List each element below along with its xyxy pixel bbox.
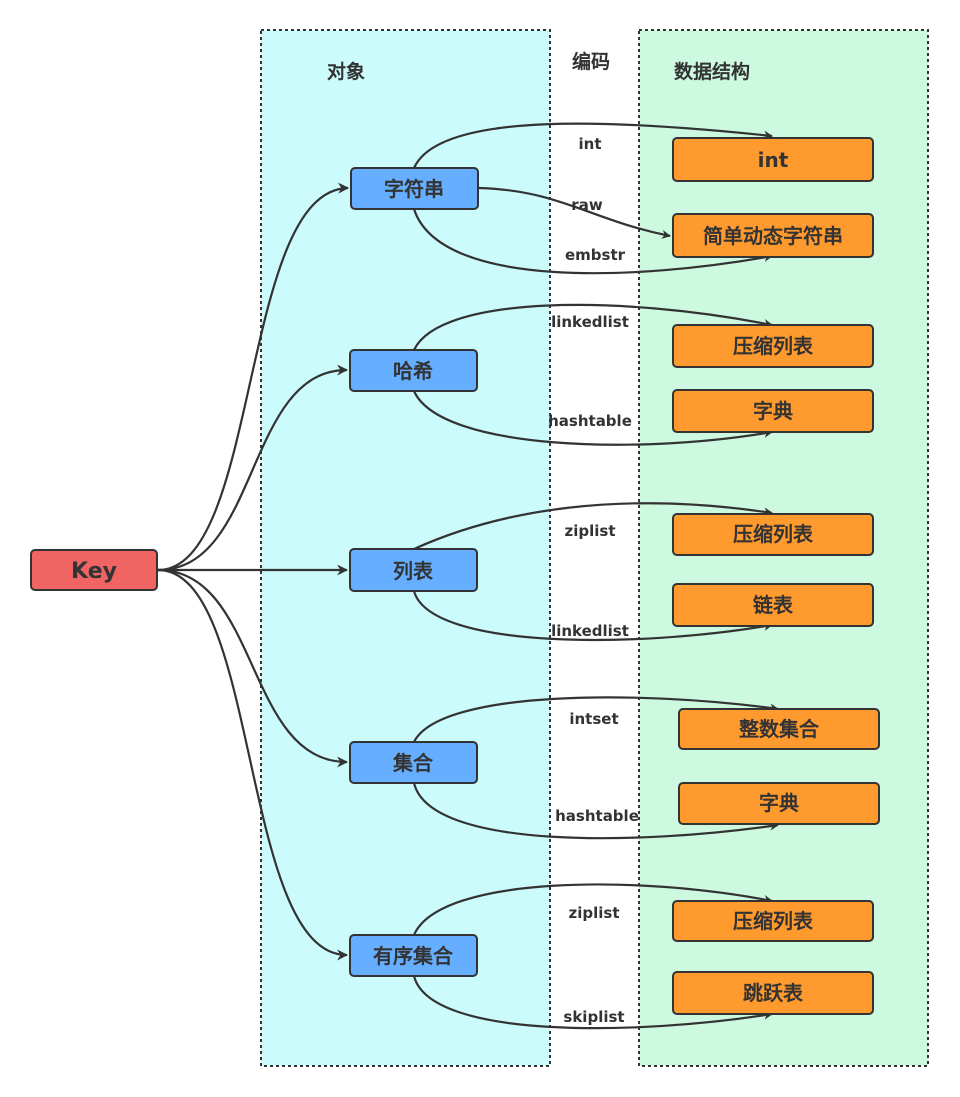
ds-label: 简单动态字符串 xyxy=(703,224,843,248)
objects-header: 对象 xyxy=(327,60,365,83)
encoding-label: skiplist xyxy=(563,1008,624,1026)
encoding-label: int xyxy=(579,135,602,153)
encoding-label: linkedlist xyxy=(551,313,629,331)
object-label: 哈希 xyxy=(393,359,433,383)
ds-label: 压缩列表 xyxy=(733,334,814,358)
encoding-edge-set-dict xyxy=(412,782,779,840)
encoding-label: ziplist xyxy=(569,904,620,922)
encoding-label: hashtable xyxy=(555,807,639,825)
encoding-edge-raw xyxy=(477,186,671,239)
encoding-label: intset xyxy=(569,710,618,728)
data-structure-nodes: int 简单动态字符串 压缩列表 字典 压缩列表 链表 整数集合 字典 xyxy=(672,137,880,1015)
encoding-label: raw xyxy=(571,196,603,214)
object-label: 字符串 xyxy=(384,177,444,201)
encoding-label: ziplist xyxy=(565,522,616,540)
ds-label: 整数集合 xyxy=(738,717,820,741)
ds-node-ziplist-zset: 压缩列表 xyxy=(672,900,874,942)
ds-label: 压缩列表 xyxy=(733,909,814,933)
encoding-edge-list-linkedlist xyxy=(412,590,773,642)
encoding-edge-list-ziplist xyxy=(413,502,773,551)
encoding-edge-hash-dict xyxy=(412,390,773,446)
encoding-label: hashtable xyxy=(548,412,632,430)
object-nodes: 字符串 哈希 列表 集合 有序集合 xyxy=(349,167,479,977)
ds-node-dict-set: 字典 xyxy=(678,782,880,825)
encoding-edge-hash-ziplist xyxy=(413,303,773,351)
encoding-labels: int raw embstr linkedlist hashtable zipl… xyxy=(548,135,639,1026)
ds-label: 字典 xyxy=(759,791,799,815)
encoding-edge-zset-skiplist xyxy=(412,975,773,1030)
key-to-zset-edge xyxy=(157,568,349,961)
object-node-string: 字符串 xyxy=(350,167,479,210)
key-node: Key xyxy=(30,549,158,591)
object-node-list: 列表 xyxy=(349,548,478,592)
key-to-hash-edge xyxy=(157,364,349,572)
encoding-edge-zset-ziplist xyxy=(412,883,773,936)
object-label: 列表 xyxy=(393,559,434,583)
ds-node-ziplist-hash: 压缩列表 xyxy=(672,324,874,368)
ds-node-skiplist: 跳跃表 xyxy=(672,971,874,1015)
object-label: 集合 xyxy=(392,751,434,775)
ds-label: 压缩列表 xyxy=(733,522,814,546)
encoding-edge-int xyxy=(412,122,773,169)
encoding-header: 编码 xyxy=(572,50,610,73)
encoding-label: embstr xyxy=(565,246,626,264)
key-connectors xyxy=(157,182,350,961)
ds-label: 跳跃表 xyxy=(743,981,804,1005)
ds-label: 字典 xyxy=(753,399,793,423)
ds-node-linkedlist: 链表 xyxy=(672,583,874,627)
ds-node-ziplist-list: 压缩列表 xyxy=(672,513,874,556)
object-node-hash: 哈希 xyxy=(349,349,478,392)
ds-node-dict-hash: 字典 xyxy=(672,389,874,433)
object-node-zset: 有序集合 xyxy=(349,934,478,977)
key-to-set-edge xyxy=(157,568,349,768)
ds-label: int xyxy=(758,148,789,172)
data-structures-header: 数据结构 xyxy=(674,60,750,83)
ds-node-intset: 整数集合 xyxy=(678,708,880,750)
encoding-edge-set-intset xyxy=(413,696,779,743)
encoding-label: linkedlist xyxy=(551,622,629,640)
object-node-set: 集合 xyxy=(349,741,478,784)
ds-node-int: int xyxy=(672,137,874,182)
object-label: 有序集合 xyxy=(373,944,454,968)
ds-label: 链表 xyxy=(753,593,794,617)
encoding-connectors xyxy=(412,122,779,1030)
key-label: Key xyxy=(71,559,117,584)
key-to-string-edge xyxy=(157,182,350,572)
encoding-edge-embstr xyxy=(412,208,773,275)
ds-node-sds: 简单动态字符串 xyxy=(672,213,874,258)
